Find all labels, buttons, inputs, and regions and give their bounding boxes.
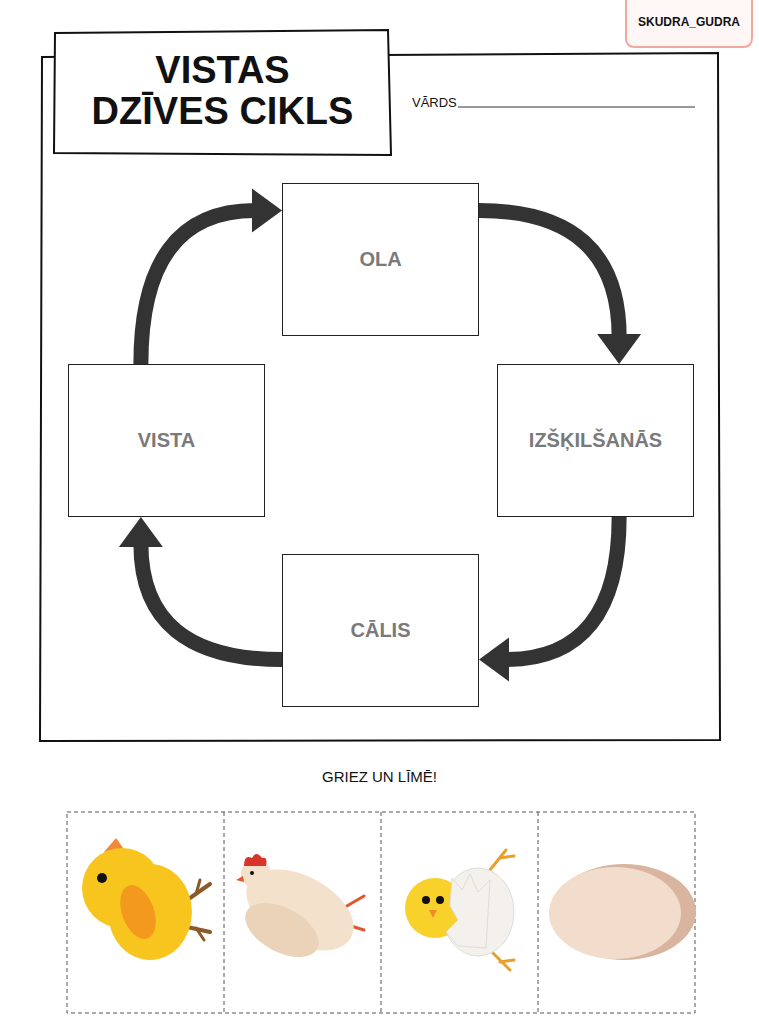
worksheet-title: VISTAS DZĪVES CIKLS <box>85 50 360 132</box>
chick-eye <box>97 873 107 883</box>
name-field-label: VĀRDS <box>412 95 457 110</box>
chick-toe <box>196 928 204 940</box>
stage-box: OLA <box>282 183 479 336</box>
hatchling-toe <box>500 856 514 858</box>
title-box <box>54 30 391 155</box>
instruction-text: GRIEZ UN LĪMĒ! <box>0 768 759 785</box>
stage-box: IZŠĶILŠANĀS <box>497 364 694 517</box>
chick-toe <box>196 880 200 894</box>
cut-line <box>538 812 539 1013</box>
stage-label: IZŠĶILŠANĀS <box>529 429 662 452</box>
cut-line <box>224 812 225 1013</box>
cycle-arrow <box>479 211 641 364</box>
arrow-shaft <box>506 517 619 660</box>
hen-wing <box>236 892 327 968</box>
egg-picture <box>549 864 696 960</box>
stage-label: CĀLIS <box>351 619 411 642</box>
stage-box: CĀLIS <box>282 554 479 707</box>
cycle-arrow <box>141 189 282 364</box>
cycle-arrow <box>479 517 619 682</box>
hen-picture <box>233 853 367 968</box>
arrow-shaft <box>141 544 282 660</box>
hatchling-eye <box>422 896 430 904</box>
cut-strip <box>67 812 695 1013</box>
egg-body <box>549 867 681 959</box>
hen-body <box>233 853 367 967</box>
hatching-picture <box>405 850 514 970</box>
name-line <box>458 107 695 108</box>
cut-line <box>381 812 382 1013</box>
arrow-shaft <box>479 211 619 337</box>
stage-label: VISTA <box>138 429 195 452</box>
stage-label: OLA <box>359 248 401 271</box>
arrow-head <box>479 638 509 682</box>
hen-beak <box>236 876 244 882</box>
brand-badge-text: SKUDRA_GUDRA <box>626 15 752 29</box>
stage-box: VISTA <box>68 364 265 517</box>
arrow-head <box>252 189 282 233</box>
hatchling-eye <box>436 896 444 904</box>
chick-picture <box>82 838 210 960</box>
brand-badge <box>626 0 752 47</box>
hen-comb <box>244 854 267 866</box>
cycle-arrow <box>119 517 282 660</box>
hatchling-leg <box>490 850 506 870</box>
worksheet-frame <box>40 53 720 741</box>
hen-eye <box>250 871 254 875</box>
shell-piece <box>446 874 490 948</box>
hatchling-toe <box>500 960 514 962</box>
chick-wing <box>113 880 162 944</box>
arrow-shaft <box>141 211 255 364</box>
arrow-head <box>119 517 163 547</box>
arrow-head <box>597 334 641 364</box>
hatchling-beak <box>429 910 437 918</box>
